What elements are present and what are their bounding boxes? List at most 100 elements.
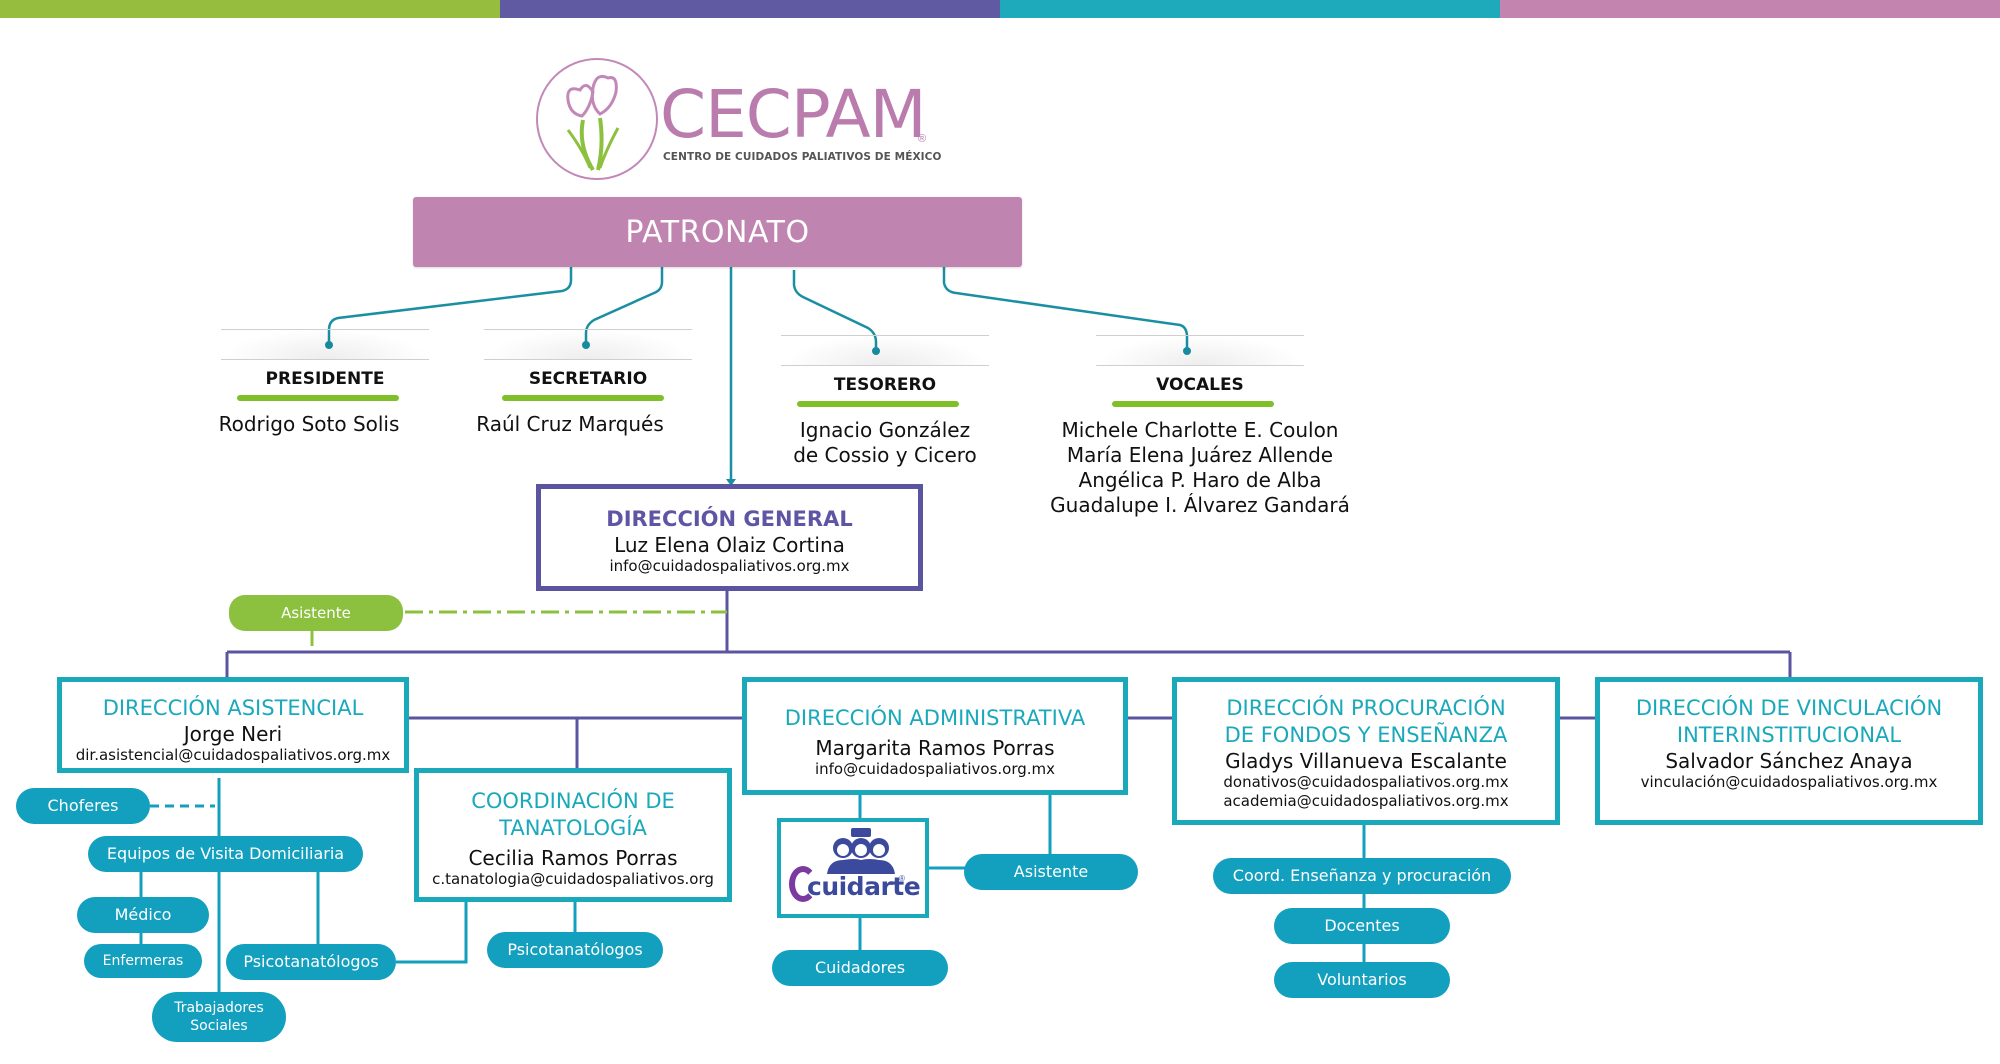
- unit-choferes[interactable]: Choferes: [16, 788, 150, 824]
- box-title: DIRECCIÓN GENERAL: [606, 507, 853, 531]
- color-segment-green: [0, 0, 500, 18]
- box-email: info@cuidadospaliativos.org.mx: [609, 557, 850, 575]
- pill-label: Coord. Enseñanza y procuración: [1232, 866, 1492, 885]
- pill-label: Voluntarios: [1317, 970, 1407, 989]
- pill-label: Cuidadores: [814, 958, 906, 977]
- logo-circle: [536, 58, 658, 180]
- member-name-line: Guadalupe I. Álvarez Gandará: [1050, 493, 1350, 517]
- board-member-vocales: VOCALES Michele Charlotte E. Coulon Marí…: [1050, 335, 1350, 525]
- divider-line: [221, 329, 429, 330]
- unit-psicotanatologos[interactable]: Psicotanatólogos: [226, 944, 396, 980]
- box-email: c.tanatologia@cuidadospaliativos.org: [432, 870, 714, 888]
- patronato-title: PATRONATO: [625, 214, 810, 250]
- unit-admin-asistente[interactable]: Asistente: [964, 854, 1138, 890]
- color-segment-pink: [1500, 0, 2000, 18]
- divider-shade: [484, 329, 692, 359]
- box-title: DIRECCIÓN PROCURACIÓN: [1226, 696, 1506, 720]
- logo-subtitle: CENTRO DE CUIDADOS PALIATIVOS DE MÉXICO: [663, 151, 942, 163]
- unit-docentes[interactable]: Docentes: [1274, 908, 1450, 944]
- connector-tesorero: [792, 270, 878, 350]
- unit-cuidadores[interactable]: Cuidadores: [772, 950, 948, 986]
- role-underline: [237, 395, 399, 401]
- arrow-head: [726, 479, 736, 486]
- color-segment-teal: [1000, 0, 1500, 18]
- asistente-general-pill[interactable]: Asistente: [229, 595, 403, 631]
- divider-line: [221, 359, 429, 360]
- logo-wordmark: CECPAM: [660, 76, 927, 153]
- unit-coord-ensenanza[interactable]: Coord. Enseñanza y procuración: [1213, 858, 1511, 894]
- unit-enfermeras[interactable]: Enfermeras: [84, 944, 202, 978]
- unit-medico[interactable]: Médico: [77, 897, 209, 933]
- direccion-procuracion-box[interactable]: DIRECCIÓN PROCURACIÓN DE FONDOS Y ENSEÑA…: [1172, 677, 1560, 825]
- pill-label: Psicotanatólogos: [243, 952, 379, 971]
- unit-voluntarios[interactable]: Voluntarios: [1274, 962, 1450, 998]
- member-name: Ignacio González de Cossio y Cicero: [781, 418, 989, 468]
- box-title: DE FONDOS Y ENSEÑANZA: [1224, 723, 1508, 747]
- divider-line: [484, 359, 692, 360]
- role-underline: [502, 395, 664, 401]
- unit-equipos-visita[interactable]: Equipos de Visita Domiciliaria: [88, 836, 363, 872]
- connector-dot-tesorero: [872, 347, 880, 355]
- caregivers-icon: [827, 828, 895, 874]
- connector-presidente: [327, 267, 573, 344]
- tulip-icon: [566, 74, 620, 172]
- pill-label: Médico: [114, 905, 172, 924]
- box-email: dir.asistencial@cuidadospaliativos.org.m…: [75, 746, 391, 764]
- divider-line: [1096, 335, 1304, 336]
- box-email: vinculación@cuidadospaliativos.org.mx: [1640, 773, 1938, 791]
- divider-line: [484, 329, 692, 330]
- box-email: academia@cuidadospaliativos.org.mx: [1223, 792, 1509, 810]
- role-label: PRESIDENTE: [265, 369, 385, 389]
- box-email: info@cuidadospaliativos.org.mx: [814, 760, 1056, 778]
- member-name: Raúl Cruz Marqués: [476, 412, 664, 436]
- role-label: SECRETARIO: [528, 369, 648, 389]
- box-person: Cecilia Ramos Porras: [468, 846, 678, 870]
- direccion-general-box[interactable]: DIRECCIÓN GENERAL Luz Elena Olaiz Cortin…: [536, 484, 923, 591]
- logo-registered-mark: ®: [918, 133, 927, 145]
- pill-label: Enfermeras: [102, 953, 184, 969]
- cuidarte-wordmark: cuidarte: [807, 872, 921, 901]
- connector-dot-secretario: [582, 341, 590, 349]
- box-email: donativos@cuidadospaliativos.org.mx: [1223, 773, 1509, 791]
- member-name-line: de Cossio y Cicero: [793, 443, 977, 467]
- patronato-box[interactable]: PATRONATO: [413, 197, 1022, 267]
- board-member-tesorero: TESORERO Ignacio González de Cossio y Ci…: [781, 335, 989, 475]
- divider-line: [781, 365, 989, 366]
- cuidarte-program-logo[interactable]: cuidarte ®: [777, 818, 929, 918]
- pill-label: Psicotanatólogos: [507, 940, 643, 959]
- direccion-asistencial-box[interactable]: DIRECCIÓN ASISTENCIAL Jorge Neri dir.asi…: [57, 677, 409, 773]
- connector-dot-presidente: [325, 341, 333, 349]
- box-person: Jorge Neri: [183, 722, 283, 746]
- pill-label: Sociales: [190, 1018, 248, 1034]
- member-name-line: Angélica P. Haro de Alba: [1078, 468, 1322, 492]
- direccion-vinculacion-box[interactable]: DIRECCIÓN DE VINCULACIÓN INTERINSTITUCIO…: [1595, 677, 1983, 825]
- divider-shade: [781, 335, 989, 365]
- pill-label: Choferes: [47, 796, 119, 815]
- box-title: TANATOLOGÍA: [499, 816, 647, 840]
- member-name-line: Michele Charlotte E. Coulon: [1061, 418, 1339, 442]
- box-title: INTERINSTITUCIONAL: [1676, 723, 1902, 747]
- coordinacion-tanatologia-box[interactable]: COORDINACIÓN DE TANATOLOGÍA Cecilia Ramo…: [414, 768, 732, 902]
- box-person: Gladys Villanueva Escalante: [1225, 749, 1507, 773]
- role-label: VOCALES: [1156, 375, 1244, 395]
- role-label: TESORERO: [833, 375, 937, 395]
- pill-label: Asistente: [1013, 862, 1089, 881]
- divider-line: [781, 335, 989, 336]
- color-segment-purple: [500, 0, 1000, 18]
- unit-trabajadores-sociales[interactable]: Trabajadores Sociales: [152, 992, 286, 1042]
- direccion-administrativa-box[interactable]: DIRECCIÓN ADMINISTRATIVA Margarita Ramos…: [742, 677, 1128, 795]
- box-title: DIRECCIÓN DE VINCULACIÓN: [1635, 696, 1943, 720]
- member-name: Rodrigo Soto Solis: [218, 412, 400, 436]
- connector-vocales: [942, 267, 1189, 350]
- box-person: Salvador Sánchez Anaya: [1665, 749, 1913, 773]
- member-name: Michele Charlotte E. Coulon María Elena …: [1036, 418, 1364, 518]
- member-name-line: Ignacio González: [799, 418, 971, 442]
- connector-tanato-psico: [396, 897, 468, 964]
- divider-shade: [221, 329, 429, 359]
- unit-tanatologia-psicotanatologos[interactable]: Psicotanatólogos: [487, 932, 663, 968]
- member-name-line: María Elena Juárez Allende: [1066, 443, 1334, 467]
- pill-label: Asistente: [281, 604, 351, 622]
- divider-line: [1096, 365, 1304, 366]
- divider-shade: [1096, 335, 1304, 365]
